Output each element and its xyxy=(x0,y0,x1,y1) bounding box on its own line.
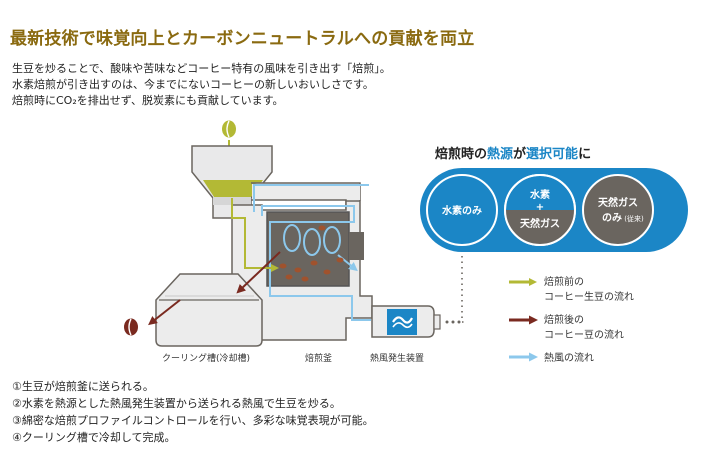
step-item: ①生豆が焙煎釜に送られる。 xyxy=(12,380,154,393)
legend-green-line1: 焙煎前の xyxy=(544,275,584,288)
hot-air-arrow xyxy=(337,254,358,272)
steps-list: ①生豆が焙煎釜に送られる。 ②水素を熱源とした熱風発生装置から送られる熱風で生豆… xyxy=(12,378,374,446)
heading-accent1: 熱源 xyxy=(487,146,513,162)
intro-line: 焙煎時にCO₂を排出せず、脱炭素にも貢献しています。 xyxy=(12,94,284,107)
step-item: ②水素を熱源とした熱風発生装置から送られる熱風で生豆を炒る。 xyxy=(12,397,341,410)
legend-green-line2: コーヒー生豆の流れ xyxy=(544,290,634,303)
drum-nozzle xyxy=(349,232,364,260)
option-mix-bottom: 天然ガス xyxy=(520,217,560,230)
option-gas-line1: 天然ガス xyxy=(598,196,638,209)
cooling-tank xyxy=(155,273,263,347)
legend-brown-line2: コーヒー豆の流れ xyxy=(544,328,624,341)
legend-brown-line1: 焙煎後の xyxy=(544,313,584,326)
option-hydrogen-only-label: 水素のみ xyxy=(441,204,482,217)
hot-air-return xyxy=(253,184,369,212)
option-connector xyxy=(461,256,466,323)
green-bean-path xyxy=(231,198,279,272)
legend-blue-line1: 熱風の流れ xyxy=(544,351,594,364)
drum-swirl xyxy=(283,224,341,256)
roasted-final-arrow xyxy=(148,299,181,326)
page-title: 最新技術で味覚向上とカーボンニュートラルへの貢献を両立 xyxy=(10,29,475,49)
step-item: ④クーリング槽で冷却して完成。 xyxy=(12,431,176,444)
option-hydrogen-gas xyxy=(504,174,576,246)
intro-line: 生豆を炒ることで、酸味や苦味などコーヒー特有の風味を引き出す「焙煎」。 xyxy=(12,62,391,75)
label-cooling-tank: クーリング槽(冷却槽) xyxy=(162,352,250,364)
step-item: ③綿密な焙煎プロファイルコントロールを行い、多彩な味覚表現が可能。 xyxy=(12,414,374,427)
heading-middle: が xyxy=(513,146,526,162)
heat-source-options: 水素のみ 水素 + 天然ガス 天然ガス のみ (従来) xyxy=(420,168,688,252)
heading-accent2: 選択可能 xyxy=(526,146,578,162)
green-bean-icon xyxy=(222,120,236,138)
roasted-bean-icon xyxy=(124,318,138,336)
roasted-out-arrow xyxy=(236,251,281,294)
label-hot-air-generator: 熱風発生装置 xyxy=(370,352,424,364)
roasted-beans xyxy=(279,225,344,282)
intro-line: 水素焙煎が引き出すのは、今までにないコーヒーの新しいおいしさです。 xyxy=(12,78,374,91)
option-mix-top: 水素 xyxy=(529,188,550,201)
option-mix-plus: + xyxy=(536,202,544,213)
label-roaster: 焙煎釜 xyxy=(305,352,332,364)
heading-prefix: 焙煎時の xyxy=(434,146,487,162)
heading-suffix: に xyxy=(578,147,591,162)
hot-air-generator xyxy=(371,305,441,338)
option-hydrogen-only xyxy=(426,174,498,246)
option-gas-note: (従来) xyxy=(624,214,644,223)
option-gas-only xyxy=(582,174,654,246)
intro-text: 生豆を炒ることで、酸味や苦味などコーヒー特有の風味を引き出す「焙煎」。 水素焙煎… xyxy=(12,61,391,109)
heat-source-heading: 焙煎時の熱源が選択可能に xyxy=(434,146,591,162)
option-gas-line2: のみ xyxy=(602,212,622,224)
legend: 焙煎前の コーヒー生豆の流れ 焙煎後の コーヒー豆の流れ 熱風の流れ xyxy=(509,275,634,364)
hot-air-flow xyxy=(261,205,371,321)
roaster-drum xyxy=(266,211,350,287)
duct-fill xyxy=(252,184,360,200)
hopper xyxy=(191,145,273,219)
